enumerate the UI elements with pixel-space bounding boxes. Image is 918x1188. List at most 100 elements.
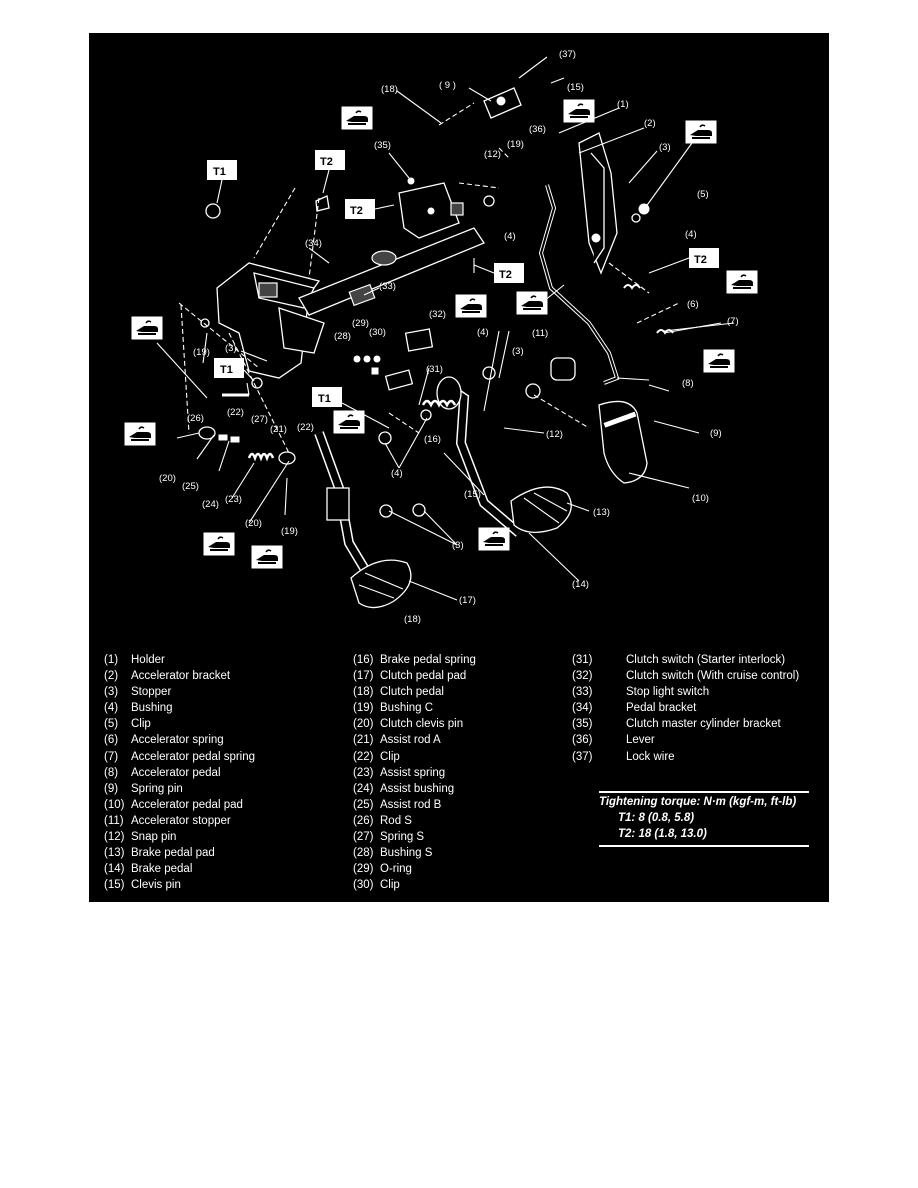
- callout-30: (30): [369, 327, 386, 338]
- legend-item: (35)Clutch master cylinder bracket: [572, 716, 809, 732]
- legend-item: (33)Stop light switch: [572, 684, 809, 700]
- grease-icon: [563, 99, 595, 123]
- grease-icon: [703, 349, 735, 373]
- legend-number: (27): [353, 831, 374, 844]
- legend-item: (24)Assist bushing: [353, 781, 476, 797]
- callout-8: (8): [682, 378, 694, 389]
- legend-item: (18)Clutch pedal: [353, 684, 476, 700]
- legend-label: Assist bushing: [380, 782, 455, 795]
- callout-20-left: (20): [159, 473, 176, 484]
- legend-item: (10) Accelerator pedal pad: [104, 797, 255, 813]
- callout-4-mid: (4): [477, 327, 489, 338]
- legend-number: (21): [353, 734, 374, 747]
- legend-number: (8): [104, 766, 119, 779]
- legend-number: (31): [572, 654, 593, 666]
- legend-number: (34): [572, 702, 593, 715]
- dashed-guide-lines: [178, 102, 680, 454]
- legend-label: Clip: [380, 879, 400, 892]
- legend-item: (21)Assist rod A: [353, 732, 476, 748]
- torque-top-rule: [599, 791, 809, 793]
- callout-3-low: (3): [452, 540, 464, 551]
- torque-tag-t2-a: T2: [315, 150, 345, 194]
- torque-tag-t2-c: T2: [473, 263, 524, 283]
- grease-icon: [685, 120, 717, 144]
- callout-33: (33): [379, 281, 396, 292]
- legend-item: (14)Brake pedal: [104, 861, 255, 877]
- legend-number: (28): [353, 847, 374, 860]
- torque-tag-label: T1: [220, 364, 233, 376]
- torque-tag-t2-d: T2: [648, 248, 719, 274]
- callout-18: (18): [404, 614, 421, 625]
- grease-icon: [478, 527, 510, 551]
- callout-4-top: (4): [504, 231, 516, 242]
- callout-4-right: (4): [685, 229, 697, 240]
- callout-29: (29): [352, 318, 369, 329]
- callout-7: (7): [727, 316, 739, 327]
- legend-label: Accelerator stopper: [131, 814, 231, 827]
- pedal-assembly-figure: T1 T2 T2 T2 T2 T1 T1: [89, 33, 829, 902]
- legend-number: (14): [104, 863, 125, 876]
- callout-2: (2): [644, 118, 656, 129]
- callout-18-top: (18): [381, 84, 398, 95]
- legend-item: (3) Stopper: [104, 684, 255, 700]
- legend-label: Clutch master cylinder bracket: [626, 718, 781, 731]
- callout-23: (23): [225, 494, 242, 505]
- legend-item: (29)O-ring: [353, 861, 476, 877]
- legend-label: Clutch switch (Starter interlock): [626, 654, 786, 666]
- legend-number: (25): [353, 798, 374, 811]
- legend-item: (31) Clutch switch (Starter interlock): [572, 652, 809, 668]
- callout-15: (15): [464, 489, 481, 500]
- brake-pedal-spring-part: [421, 399, 457, 408]
- legend-label: Spring pin: [131, 782, 183, 795]
- legend-label: O-ring: [380, 863, 412, 876]
- callout-25: (25): [182, 481, 199, 492]
- legend-label: Stopper: [131, 686, 172, 699]
- legend-number: (30): [353, 879, 374, 892]
- legend-item: (25)Assist rod B: [353, 797, 476, 813]
- legend-item: (7)Accelerator pedal spring: [104, 749, 255, 765]
- torque-tag-t2-b: T2: [345, 199, 395, 219]
- grease-icon: [516, 291, 548, 315]
- callout-22-a: (22): [227, 407, 244, 418]
- callout-6: (6): [687, 299, 699, 310]
- switches-part: [348, 283, 434, 391]
- callout-11: (11): [532, 328, 548, 339]
- legend-number: (36): [572, 734, 593, 747]
- torque-bottom-rule: [599, 845, 809, 847]
- legend-item: (28)Bushing S: [353, 845, 476, 861]
- legend-number: (3): [104, 686, 119, 699]
- callout-14: (14): [572, 579, 589, 590]
- legend-label: Accelerator pedal pad: [131, 798, 243, 811]
- pedal-shaft-part: [298, 227, 485, 316]
- callout-1: (1): [617, 99, 629, 110]
- legend-item: (11)Accelerator stopper: [104, 813, 255, 829]
- torque-tag-t1-a: T1: [207, 160, 237, 204]
- callout-20-mid: (20): [245, 518, 262, 529]
- callout-5: (5): [697, 189, 709, 200]
- callout-9: (9): [710, 428, 722, 439]
- brake-pedal-pad-part: [510, 486, 572, 533]
- legend-item: (27)Spring S: [353, 829, 476, 845]
- grease-icon: [131, 316, 163, 340]
- torque-title: Tightening torque: N·m (kgf-m, ft-lb): [599, 796, 797, 808]
- legend-number: (22): [353, 750, 374, 763]
- legend-label: Accelerator bracket: [131, 670, 231, 683]
- legend-number: (18): [353, 686, 374, 699]
- legend-item: (4)Bushing: [104, 700, 255, 716]
- clutch-pedal-pad-part: [350, 559, 412, 609]
- legend-number: (10): [104, 798, 125, 811]
- legend-label: Accelerator pedal spring: [131, 750, 256, 763]
- callout-28: (28): [334, 331, 351, 342]
- accelerator-pedal-pad-part: [598, 400, 648, 484]
- torque-t2: T2: 18 (1.8, 13.0): [618, 828, 707, 840]
- legend-item: (12)Snap pin: [104, 829, 255, 845]
- legend-item: (37)Lock wire: [572, 749, 809, 765]
- legend-number: (19): [353, 702, 374, 715]
- legend-item: (9)Spring pin: [104, 781, 255, 797]
- accelerator-bracket-part: [578, 132, 618, 275]
- legend-column-2: (16)Brake pedal spring(17)Clutch pedal p…: [353, 652, 476, 893]
- callout-32: (32): [429, 309, 446, 320]
- callout-22-b: (22): [297, 422, 314, 433]
- legend-number: (37): [572, 750, 593, 763]
- callout-12-top: (12): [484, 149, 501, 160]
